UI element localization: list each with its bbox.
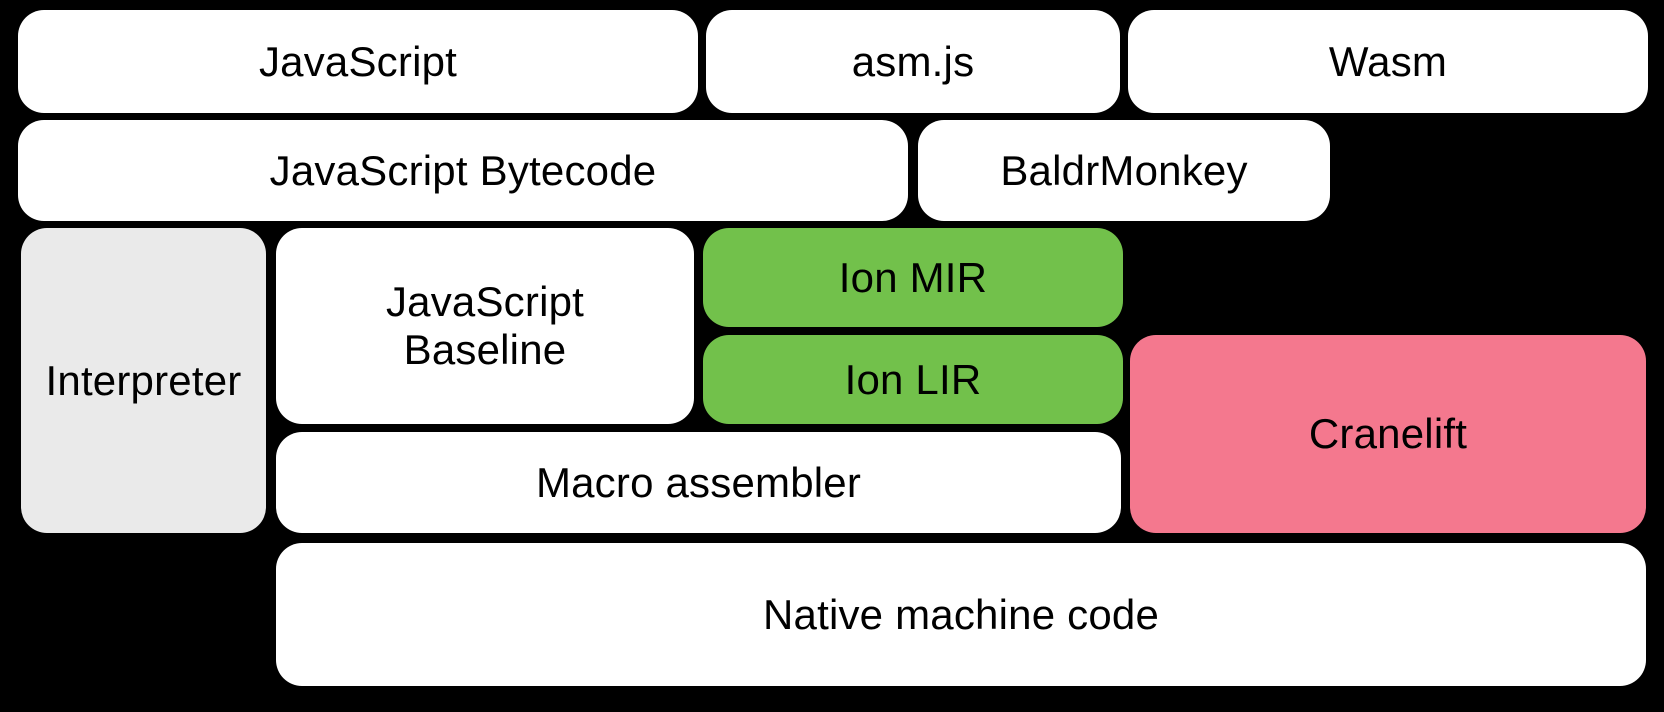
node-native-machine-code: Native machine code xyxy=(276,543,1646,686)
node-javascript-bytecode: JavaScript Bytecode xyxy=(18,120,908,221)
node-javascript-baseline: JavaScript Baseline xyxy=(276,228,694,424)
node-asmjs: asm.js xyxy=(706,10,1120,113)
node-ion-mir: Ion MIR xyxy=(703,228,1123,327)
node-wasm: Wasm xyxy=(1128,10,1648,113)
node-ion-lir: Ion LIR xyxy=(703,335,1123,424)
node-macro-assembler: Macro assembler xyxy=(276,432,1121,533)
node-baldrmonkey: BaldrMonkey xyxy=(918,120,1330,221)
node-javascript: JavaScript xyxy=(18,10,698,113)
node-interpreter: Interpreter xyxy=(21,228,266,533)
node-cranelift: Cranelift xyxy=(1130,335,1646,533)
